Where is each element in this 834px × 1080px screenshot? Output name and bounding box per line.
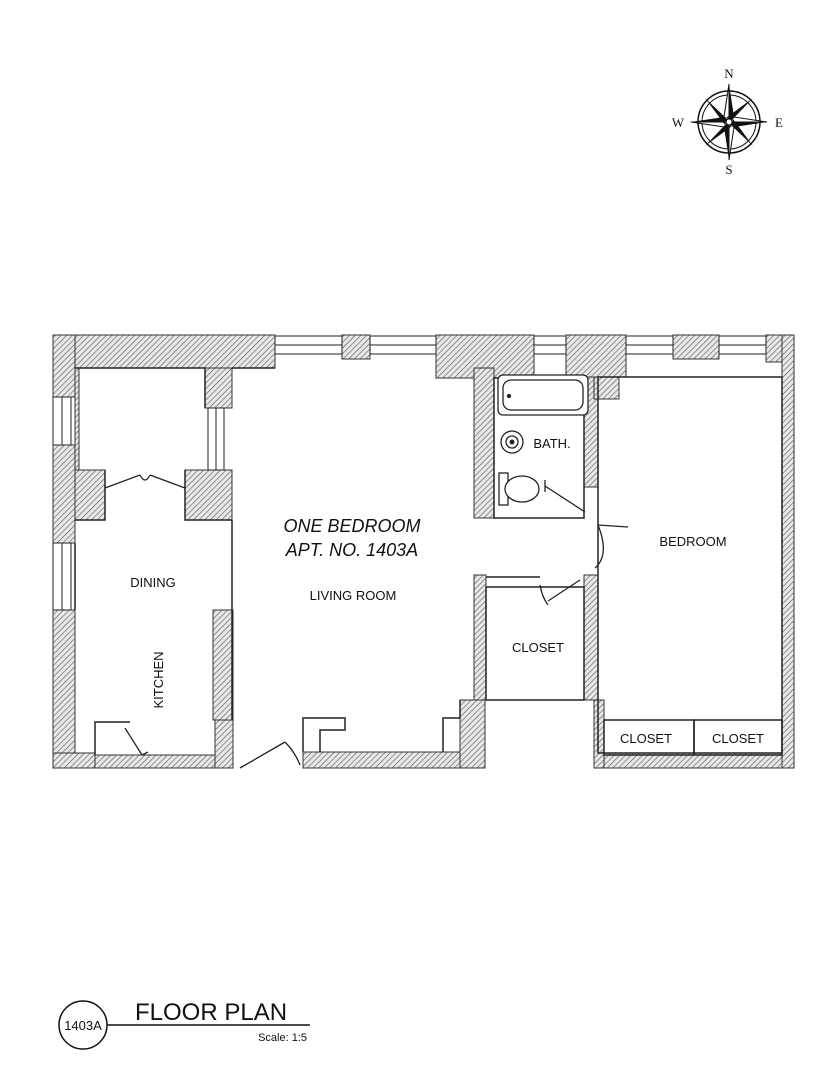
- compass-rose: N S E W: [672, 66, 783, 177]
- compass-north-label: N: [724, 66, 734, 81]
- floor-plan-heading: FLOOR PLAN: [135, 999, 287, 1026]
- title-block: 1403A FLOOR PLAN Scale: 1:5: [58, 999, 310, 1050]
- room-label-kitchen: KITCHEN: [151, 651, 166, 708]
- room-label-closet-right: CLOSET: [712, 731, 764, 746]
- plan-title-line2: APT. NO. 1403A: [285, 540, 418, 560]
- room-label-closet-left: CLOSET: [620, 731, 672, 746]
- room-label-living: LIVING ROOM: [310, 588, 397, 603]
- compass-west-label: W: [672, 115, 685, 130]
- scale-label: Scale: 1:5: [258, 1032, 307, 1044]
- compass-east-label: E: [775, 115, 783, 130]
- doors: [104, 474, 629, 769]
- room-label-bedroom: BEDROOM: [659, 534, 726, 549]
- compass-south-label: S: [725, 162, 732, 177]
- unit-tag: 1403A: [64, 1018, 102, 1033]
- room-label-dining: DINING: [130, 575, 176, 590]
- room-label-closet-hall: CLOSET: [512, 640, 564, 655]
- plan-labels: ONE BEDROOM APT. NO. 1403A DINING KITCHE…: [130, 436, 764, 746]
- room-outlines: [74, 367, 783, 756]
- windows: [52, 335, 767, 611]
- toilet-bowl: [504, 475, 540, 503]
- room-label-bath: BATH.: [533, 436, 570, 451]
- plan-title-line1: ONE BEDROOM: [283, 516, 420, 536]
- walls: [52, 334, 795, 769]
- bath-fixtures: [497, 374, 589, 506]
